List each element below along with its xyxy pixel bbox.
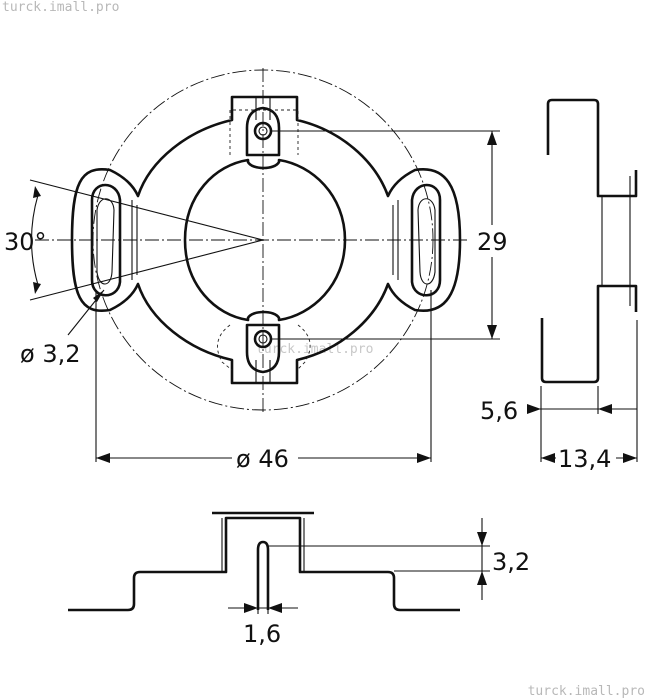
bottom-profile bbox=[68, 516, 460, 612]
side-profile bbox=[546, 98, 638, 198]
left-slot bbox=[90, 183, 138, 297]
slot-width-label: 1,6 bbox=[243, 620, 281, 648]
outer-diameter-label: ø 46 bbox=[236, 445, 289, 473]
slot-profile bbox=[256, 540, 270, 610]
height-label: 29 bbox=[477, 228, 508, 256]
right-slot bbox=[392, 183, 442, 297]
front-view: 30° ø 3,2 29 ø 46 bbox=[4, 68, 512, 473]
hole-diameter-label: ø 3,2 bbox=[20, 340, 80, 368]
angle-line-lower bbox=[29, 239, 264, 301]
top-tab bbox=[229, 97, 299, 157]
watermark-bottom: turck.imall.pro bbox=[527, 684, 645, 699]
angle-label: 30° bbox=[4, 228, 47, 256]
watermark-center: turck.imall.pro bbox=[256, 342, 374, 357]
flange-offset-label: 5,6 bbox=[480, 397, 518, 425]
bracket-outline bbox=[70, 95, 462, 385]
side-view: 5,6 13,4 bbox=[480, 98, 638, 473]
watermark-top: turck.imall.pro bbox=[2, 0, 120, 15]
bottom-view: 3,2 1,6 bbox=[68, 511, 530, 648]
depth-label: 13,4 bbox=[558, 445, 611, 473]
angle-line-upper bbox=[29, 179, 264, 241]
central-opening bbox=[183, 158, 347, 322]
angle-arc bbox=[30, 194, 39, 286]
slot-depth-label: 3,2 bbox=[492, 548, 530, 576]
